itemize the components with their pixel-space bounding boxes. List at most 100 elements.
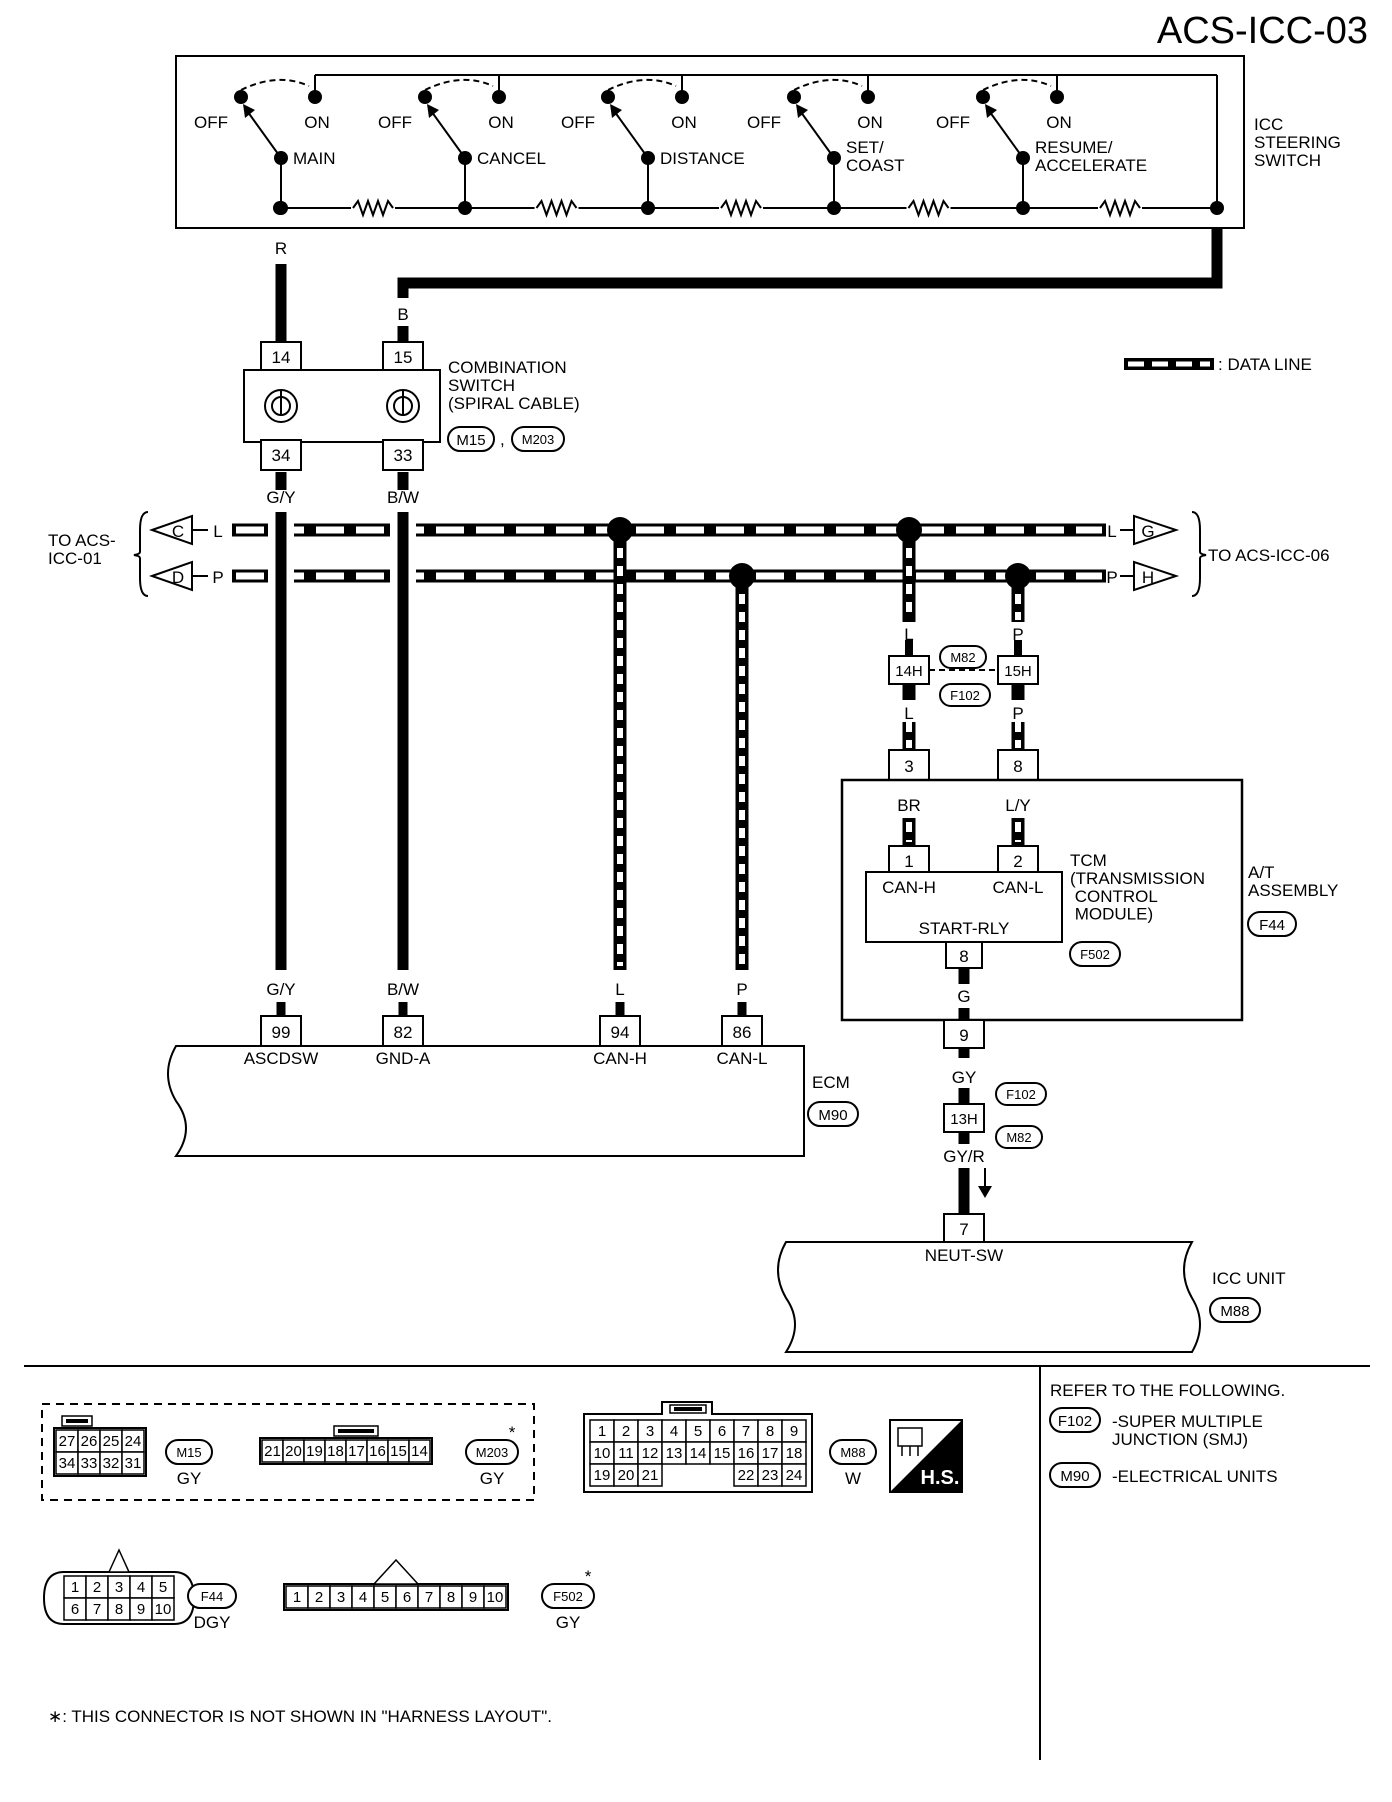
pin-number: 7 xyxy=(742,1423,750,1440)
wire-bw-label: B/W xyxy=(387,488,419,507)
wire-gy-label: G/Y xyxy=(266,488,295,507)
wire-b xyxy=(397,228,1223,298)
svg-text:F102: F102 xyxy=(1058,1413,1092,1430)
svg-text:1: 1 xyxy=(904,852,913,871)
icc-unit-body xyxy=(777,1241,1201,1353)
ecm-pin-name: CAN-H xyxy=(593,1049,647,1068)
svg-text:9: 9 xyxy=(959,1026,968,1045)
pin-number: 33 xyxy=(81,1455,98,1472)
switch-on-label: ON xyxy=(1046,113,1072,132)
pin-number: 2 xyxy=(622,1423,630,1440)
svg-text:H: H xyxy=(1142,568,1154,587)
pin-number: 12 xyxy=(642,1445,659,1462)
wire-b-label-2: B xyxy=(397,305,408,324)
ecm-term-number: 94 xyxy=(611,1023,630,1042)
pin-number: 32 xyxy=(103,1455,120,1472)
svg-text:L: L xyxy=(904,704,913,723)
conn-badge-m15: M15 xyxy=(165,1439,213,1465)
svg-text:13H: 13H xyxy=(950,1111,978,1128)
switch-off-label: OFF xyxy=(378,113,412,132)
svg-text:D: D xyxy=(172,568,184,587)
footnote: ∗: THIS CONNECTOR IS NOT SHOWN IN "HARNE… xyxy=(48,1707,552,1726)
pin-number: 14 xyxy=(690,1445,707,1462)
pin-number: 19 xyxy=(306,1443,323,1460)
pin-number: 5 xyxy=(694,1423,702,1440)
pin-number: 10 xyxy=(594,1445,611,1462)
switch-name-label: CANCEL xyxy=(477,149,546,168)
svg-text:CAN-L: CAN-L xyxy=(992,878,1043,897)
pin-number: 11 xyxy=(618,1445,634,1462)
svg-text:: DATA LINE: : DATA LINE xyxy=(1218,355,1312,374)
svg-text:F44: F44 xyxy=(1259,917,1285,934)
pin-number: 4 xyxy=(137,1579,145,1596)
ecm-term-number: 86 xyxy=(733,1023,752,1042)
pin-number: 26 xyxy=(81,1433,98,1450)
to-right-label: TO ACS-ICC-06 xyxy=(1208,546,1330,565)
spiral-cable-icon xyxy=(264,389,298,423)
svg-text:M90: M90 xyxy=(818,1107,847,1124)
pin-number: 1 xyxy=(598,1423,606,1440)
junction-dot xyxy=(1005,563,1031,589)
svg-text:,: , xyxy=(500,430,505,449)
ecm-body xyxy=(167,1045,805,1157)
svg-text:BR: BR xyxy=(897,796,921,815)
pin-number: 17 xyxy=(762,1445,779,1462)
svg-text:M203: M203 xyxy=(522,432,555,447)
pin-number: 9 xyxy=(137,1601,145,1618)
conn-badge-f102: F102 xyxy=(995,1082,1047,1106)
svg-text:L: L xyxy=(213,522,222,541)
switch-on-label: ON xyxy=(857,113,883,132)
resistor-icon xyxy=(352,198,394,218)
pin-number: 9 xyxy=(790,1423,798,1440)
ecm-pin-name: CAN-L xyxy=(716,1049,767,1068)
pin-number: 19 xyxy=(594,1467,611,1484)
arrow-h: H xyxy=(1133,560,1180,592)
pin-number: 9 xyxy=(469,1589,477,1606)
conn-badge-m90: M90 xyxy=(807,1101,859,1127)
connector-color: GY xyxy=(556,1613,581,1632)
ecm-pin-name: GND-A xyxy=(376,1049,431,1068)
conn-badge-m15: M15 xyxy=(447,426,495,452)
switch-off-label: OFF xyxy=(747,113,781,132)
conn-badge-f102: F102 xyxy=(939,683,991,707)
conn-badge-f102: F102 xyxy=(1049,1407,1101,1433)
conn-badge-m88: M88 xyxy=(829,1439,877,1465)
svg-text:M82: M82 xyxy=(1006,1130,1031,1145)
switch-off-label: OFF xyxy=(561,113,595,132)
svg-text:8: 8 xyxy=(959,947,968,966)
switch-on-label: ON xyxy=(488,113,514,132)
conn-badge-m82: M82 xyxy=(995,1125,1043,1149)
svg-text:15H: 15H xyxy=(1004,663,1032,680)
conn-badge-m90: M90 xyxy=(1049,1462,1101,1488)
pin-number: 13 xyxy=(666,1445,683,1462)
switch-name-label: SET/COAST xyxy=(846,138,905,175)
pin-number: 5 xyxy=(159,1579,167,1596)
svg-text:P: P xyxy=(1106,568,1117,587)
harness-side-icon: H.S. xyxy=(889,1419,963,1493)
arrow-g: G xyxy=(1133,514,1180,546)
connector-color: W xyxy=(845,1469,861,1488)
junction-dot xyxy=(729,563,755,589)
comb-term-34: 34 xyxy=(272,446,291,465)
pin-number: 20 xyxy=(285,1443,302,1460)
ecm-term-number: 82 xyxy=(394,1023,413,1042)
not-shown-mark: * xyxy=(509,1423,516,1442)
svg-text:3: 3 xyxy=(904,757,913,776)
pin-number: 16 xyxy=(369,1443,386,1460)
pin-number: 34 xyxy=(59,1455,76,1472)
svg-text:M203: M203 xyxy=(476,1445,509,1460)
ecm-pin-name: ASCDSW xyxy=(244,1049,319,1068)
svg-text:C: C xyxy=(172,522,184,541)
signal-arrow-icon xyxy=(978,1168,992,1198)
